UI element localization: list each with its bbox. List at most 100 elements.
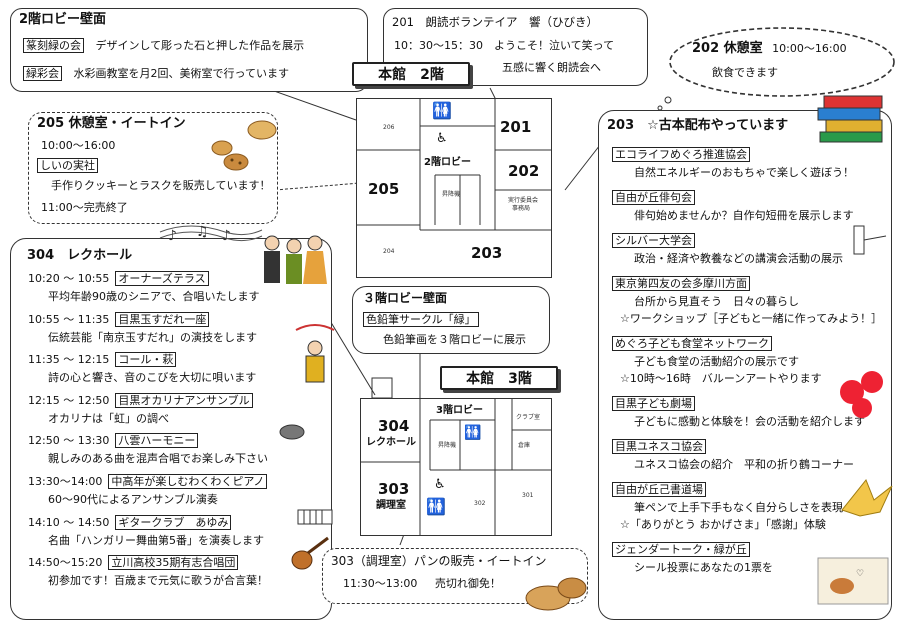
map3f-title: 本館 3階	[466, 371, 532, 387]
room205-name: しいの実社	[37, 158, 98, 173]
room202-time: 10:00～16:00	[772, 42, 847, 55]
room203-item: ジェンダートーク・緑が丘	[612, 542, 750, 557]
room201-panel: 201 朗読ボランテイア 響（ひびき） 10：30～15：30 ようこそ！泣いて…	[383, 8, 648, 86]
lobby2f-item1-desc: デザインして彫った石と押した作品を展示	[95, 39, 305, 52]
map2f-lobby: 2階ロビー	[424, 157, 471, 168]
room203-item-desc: 筆ペンで上手下手もなく自分らしさを表現	[634, 501, 843, 514]
room203-item-desc: 俳句始めませんか？自作句短冊を展示します	[634, 209, 854, 222]
map2f-office2: 事務局	[512, 205, 531, 212]
room203-item: 目黒子ども劇場	[612, 396, 695, 411]
room203-item-name: シルバー大学会	[612, 233, 695, 248]
map2f-203: 203	[471, 244, 503, 262]
svg-text:♡: ♡	[856, 569, 864, 579]
room201-title: 201 朗読ボランテイア 響（ひびき）	[392, 15, 598, 29]
accessible-icon: ♿	[436, 131, 448, 146]
room205-title: 205 休憩室・イートイン	[37, 116, 186, 131]
room203-item: エコライフめぐろ推進協会	[612, 147, 750, 162]
room203-item-name: 自由が丘己書道場	[612, 482, 706, 497]
svg-text:♫: ♫	[196, 224, 209, 240]
room203-item: 東京第四友の会多摩川方面	[612, 276, 750, 291]
room203-item: 目黒ユネスコ協会	[612, 439, 706, 454]
hall304-item: 14:50～15:20 立川高校35期有志合唱団	[28, 555, 239, 571]
map3f	[360, 398, 552, 536]
hall304-item-time: 12:50 ～ 13:30	[28, 434, 110, 448]
lobby3f-title: ３階ロビー壁面	[363, 291, 448, 305]
room203-item-desc: ☆「ありがとう おかげさま」「感謝」体験	[620, 518, 826, 531]
hall304-item-name: 目黒オカリナアンサンブル	[115, 392, 253, 408]
hall304-item-desc: 詩の心と響き、音のこびを大切に唄います	[48, 371, 257, 385]
room203-item-desc: 政治・経済や教養などの講演会活動の展示	[634, 252, 843, 265]
hall304-item-name: オーナーズテラス	[115, 271, 209, 286]
map2f-title: 本館 2階	[378, 67, 444, 83]
hall304-item-name: 目黒玉すだれ一座	[115, 311, 210, 327]
room203-item-desc: シール投票にあなたの1票を	[634, 561, 773, 574]
map2f-205: 205	[368, 180, 400, 198]
room202-title: 202 休憩室	[692, 41, 763, 56]
hall304-item: 12:15 ～ 12:50 目黒オカリナアンサンブル	[28, 392, 253, 408]
map2f-elevator: 昇降機	[442, 191, 461, 198]
room203-item-desc: ☆10時～16時 バルーンアートやります	[620, 372, 822, 385]
room203-item: 自由が丘俳句会	[612, 190, 695, 205]
room203-item-name: 東京第四友の会多摩川方面	[612, 276, 750, 291]
room203-item-name: 目黒ユネスコ協会	[612, 439, 706, 454]
room203-item-name: エコライフめぐろ推進協会	[612, 147, 750, 162]
room205-desc: 手作りクッキーとラスクを販売しています！	[51, 179, 271, 192]
hall304-item-time: 10:55 ～ 11:35	[28, 312, 110, 326]
map3f-302: 302	[474, 500, 486, 507]
room201-line2: 五感に響く朗読会へ	[502, 61, 601, 74]
map3f-storage: 倉庫	[518, 442, 531, 449]
hall304-item-name: 八雲ハーモニー	[115, 433, 199, 449]
map3f-303: 303	[378, 480, 410, 498]
hall304-item-desc: 初参加です！百歳まで元気に歌うが合言葉！	[48, 574, 268, 588]
room303-note: 売切れ御免！	[434, 577, 501, 590]
room203-item-desc: 子どもに感動と体験を！会の活動を紹介します	[634, 415, 865, 428]
map2f-title-box: 本館 2階	[352, 62, 470, 86]
room203-item-name: 自由が丘俳句会	[612, 190, 695, 205]
restroom-icon: 🚻	[432, 101, 452, 120]
map3f-304-label: レクホール	[366, 437, 416, 448]
hall304-item-time: 14:50～15:20	[28, 556, 103, 570]
svg-text:♪: ♪	[222, 228, 231, 244]
map2f	[356, 98, 552, 278]
hall304-item-desc: 平均年齢90歳のシニアで、合唱いたします	[48, 290, 260, 303]
hall304-item-name: コール・萩	[115, 352, 177, 368]
map2f-office: 実行委員会	[508, 197, 539, 204]
map3f-304: 304	[378, 417, 410, 435]
map3f-301: 301	[522, 492, 534, 499]
hall304-item-name: 中高年が楽しむわくわくピアノ	[108, 474, 268, 489]
room205-end: 11:00～完売終了	[41, 201, 128, 214]
accessible3f-icon: ♿	[434, 477, 446, 492]
room205-time: 10:00～16:00	[41, 139, 116, 152]
room203-item-name: めぐろ子ども食堂ネットワーク	[612, 336, 772, 351]
room203-item: 自由が丘己書道場	[612, 482, 706, 497]
room203-item: シルバー大学会	[612, 233, 695, 248]
map3f-elevator: 昇降機	[438, 442, 457, 449]
hall304-title: 304 レクホール	[27, 248, 133, 263]
map3f-lobby: 3階ロビー	[436, 405, 483, 416]
room202-desc: 飲食できます	[712, 66, 778, 79]
room203-item-desc: ユネスコ協会の紹介 平和の折り鶴コーナー	[634, 458, 854, 471]
lobby2f-item1-name: 篆刻緑の会	[23, 38, 84, 53]
hall304-item-time: 12:15 ～ 12:50	[28, 393, 110, 407]
hall304-item: 12:50 ～ 13:30 八雲ハーモニー	[28, 433, 199, 449]
hall304-item-name: 立川高校35期有志合唱団	[108, 555, 239, 571]
room203-item-name: 目黒子ども劇場	[612, 396, 695, 411]
map3f-title-box: 本館 3階	[440, 366, 558, 390]
room203-item: めぐろ子ども食堂ネットワーク	[612, 336, 772, 351]
lobby3f-desc: 色鉛筆画を３階ロビーに展示	[383, 333, 526, 346]
map3f-club: クラブ室	[516, 414, 541, 421]
room203-item-desc: 子ども食堂の活動紹介の展示です	[634, 355, 799, 368]
map2f-202: 202	[508, 162, 540, 180]
restroom3f-2-icon: 🚻	[426, 497, 446, 516]
